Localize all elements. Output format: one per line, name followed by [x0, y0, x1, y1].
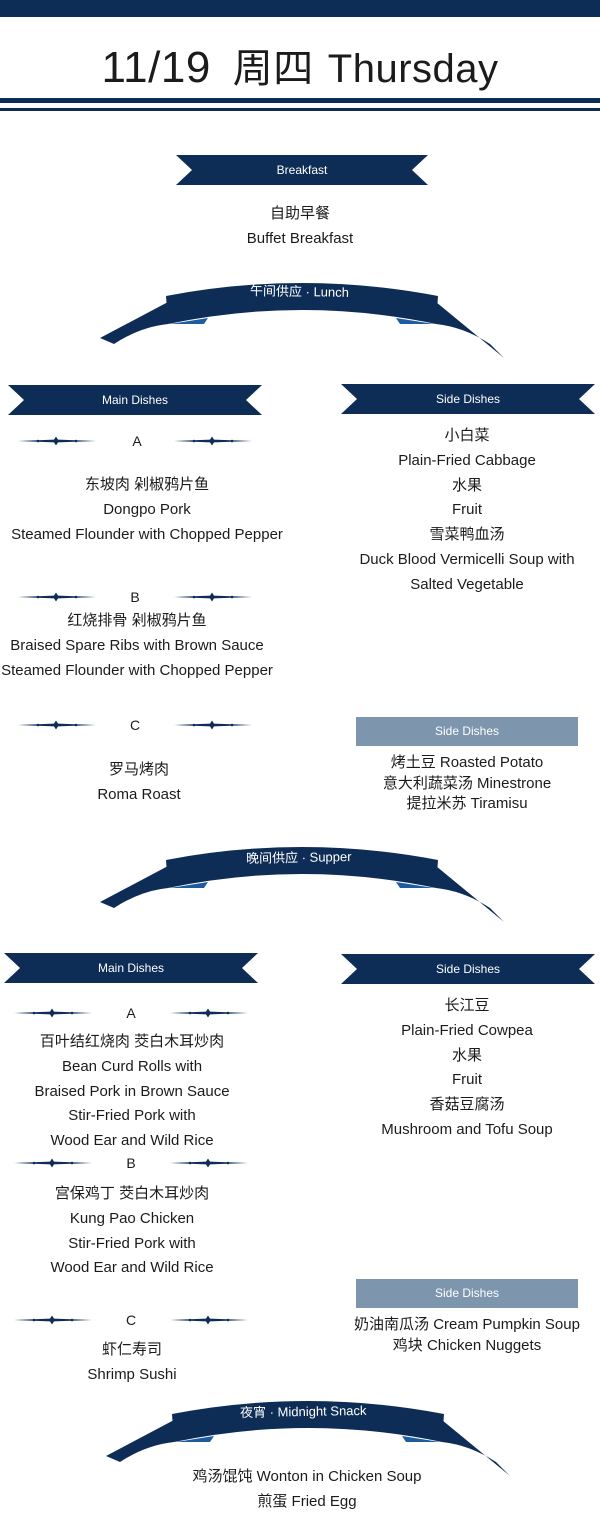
lunch-sides: 小白菜 Plain-Fried Cabbage 水果 Fruit 雪菜鸭血汤 D… — [334, 424, 600, 598]
lunch-main-ribbon: Main Dishes — [8, 385, 262, 415]
lunch-divider-b: B — [18, 589, 252, 605]
side-item: Duck Blood Vermicelli Soup with — [359, 550, 575, 568]
side-item: Fruit — [452, 501, 482, 519]
side-item: 香菇豆腐汤 — [429, 1096, 505, 1114]
title-weekday-en: Thursday — [327, 47, 499, 91]
menu-item: Braised Spare Ribs with Brown Sauce — [10, 636, 264, 654]
lunch-option-b: 红烧排骨 剁椒鸦片鱼 Braised Spare Ribs with Brown… — [0, 609, 274, 683]
supper-divider-c: C — [14, 1312, 248, 1328]
supper-option-letter: A — [126, 1005, 136, 1021]
menu-item: Bean Curd Rolls with — [61, 1057, 203, 1075]
side-item: 水果 — [451, 1046, 482, 1064]
lunch-main-label: Main Dishes — [101, 393, 169, 407]
supper-label: 晚间供应 · Supper — [245, 849, 352, 866]
menu-item: Shrimp Sushi — [87, 1365, 177, 1383]
menu-item: 红烧排骨 剁椒鸦片鱼 — [67, 612, 207, 629]
lunch-c-side-bar: Side Dishes — [356, 717, 578, 746]
menu-item: 罗马烤肉 — [108, 761, 169, 778]
lunch-option-letter: B — [130, 589, 140, 605]
menu-item: 虾仁寿司 — [101, 1341, 162, 1358]
supper-divider-b: B — [14, 1155, 248, 1171]
supper-option-c: 虾仁寿司 Shrimp Sushi — [0, 1338, 264, 1388]
supper-option-letter: B — [126, 1155, 136, 1171]
lunch-side-label: Side Dishes — [435, 392, 501, 406]
menu-item: Wood Ear and Wild Rice — [50, 1259, 214, 1277]
side-item: 鸡块 Chicken Nuggets — [392, 1336, 542, 1354]
supper-option-b: 宫保鸡丁 茭白木耳炒肉 Kung Pao Chicken Stir-Fried … — [0, 1182, 264, 1281]
side-item: 意大利蔬菜汤 Minestrone — [382, 774, 552, 792]
supper-main-label: Main Dishes — [97, 961, 165, 975]
menu-item: 东坡肉 剁椒鸦片鱼 — [84, 476, 210, 493]
side-item: Plain-Fried Cowpea — [401, 1021, 533, 1039]
side-item: Mushroom and Tofu Soup — [381, 1120, 553, 1138]
lunch-c-sides: 烤土豆 Roasted Potato 意大利蔬菜汤 Minestrone 提拉米… — [334, 753, 600, 815]
menu-item: Stir-Fried Pork with — [68, 1234, 196, 1252]
top-bar — [0, 0, 600, 17]
side-item: 雪菜鸭血汤 — [429, 526, 505, 544]
midnight-arch-banner: 夜宵 · Midnight Snack — [106, 1390, 510, 1484]
supper-c-side-bar: Side Dishes — [356, 1279, 578, 1308]
lunch-option-letter: C — [129, 717, 141, 733]
lunch-option-letter: A — [132, 433, 142, 449]
side-item: 长江豆 — [444, 997, 490, 1014]
header-rule-thick — [0, 98, 600, 103]
menu-item: 宫保鸡丁 茭白木耳炒肉 — [54, 1185, 210, 1202]
menu-item: 煎蛋 Fried Egg — [257, 1492, 357, 1510]
menu-item: Braised Pork in Brown Sauce — [34, 1082, 230, 1100]
menu-item: Wood Ear and Wild Rice — [50, 1132, 214, 1150]
side-item: 小白菜 — [444, 427, 490, 444]
supper-main-ribbon: Main Dishes — [4, 953, 258, 983]
title-date: 11/19 — [101, 43, 211, 92]
menu-item: Steamed Flounder with Chopped Pepper — [11, 525, 283, 543]
lunch-arch-banner: 午间供应 · Lunch — [100, 272, 504, 366]
lunch-label: 午间供应 · Lunch — [249, 283, 350, 300]
breakfast-items: 自助早餐 Buffet Breakfast — [150, 202, 450, 252]
menu-item: 鸡汤馄饨 Wonton in Chicken Soup — [192, 1468, 422, 1485]
supper-divider-a: A — [14, 1005, 248, 1021]
supper-option-letter: C — [125, 1312, 137, 1328]
lunch-divider-c: C — [18, 717, 252, 733]
supper-sides: 长江豆 Plain-Fried Cowpea 水果 Fruit 香菇豆腐汤 Mu… — [334, 994, 600, 1143]
breakfast-ribbon: Breakfast — [176, 155, 428, 185]
supper-option-a: 百叶结红烧肉 茭白木耳炒肉 Bean Curd Rolls with Brais… — [0, 1030, 264, 1154]
side-item: Plain-Fried Cabbage — [398, 451, 536, 469]
supper-arch-banner: 晚间供应 · Supper — [100, 836, 504, 930]
menu-item: Kung Pao Chicken — [69, 1209, 195, 1227]
lunch-side-ribbon: Side Dishes — [341, 384, 595, 414]
menu-item: Stir-Fried Pork with — [68, 1107, 196, 1125]
midnight-label: 夜宵 · Midnight Snack — [239, 1402, 367, 1421]
lunch-option-c: 罗马烤肉 Roma Roast — [0, 758, 278, 808]
side-item: 烤土豆 Roasted Potato — [390, 754, 544, 771]
midnight-items: 鸡汤馄饨 Wonton in Chicken Soup 煎蛋 Fried Egg — [150, 1465, 464, 1515]
lunch-option-a: 东坡肉 剁椒鸦片鱼 Dongpo Pork Steamed Flounder w… — [0, 473, 294, 547]
breakfast-item: Buffet Breakfast — [246, 229, 354, 247]
title-weekday-cn: 周四 — [232, 47, 314, 91]
page-title: 11/19 周四 Thursday — [0, 36, 600, 94]
side-item: Fruit — [452, 1071, 482, 1089]
breakfast-label: Breakfast — [276, 163, 328, 177]
breakfast-item: 自助早餐 — [269, 205, 330, 222]
header-rule-thin — [0, 108, 600, 111]
side-item: 水果 — [451, 476, 482, 494]
supper-c-sides: 奶油南瓜汤 Cream Pumpkin Soup 鸡块 Chicken Nugg… — [334, 1315, 600, 1356]
menu-item: 百叶结红烧肉 茭白木耳炒肉 — [39, 1033, 225, 1050]
side-item: Salted Vegetable — [410, 575, 524, 593]
menu-item: Dongpo Pork — [103, 500, 191, 518]
supper-side-label: Side Dishes — [435, 962, 501, 976]
side-item: 奶油南瓜汤 Cream Pumpkin Soup — [354, 1316, 580, 1333]
menu-item: Roma Roast — [97, 785, 181, 803]
side-item: 提拉米苏 Tiramisu — [406, 795, 528, 812]
supper-side-ribbon: Side Dishes — [341, 954, 595, 984]
menu-item: Steamed Flounder with Chopped Pepper — [1, 661, 273, 679]
lunch-divider-a: A — [18, 433, 252, 449]
